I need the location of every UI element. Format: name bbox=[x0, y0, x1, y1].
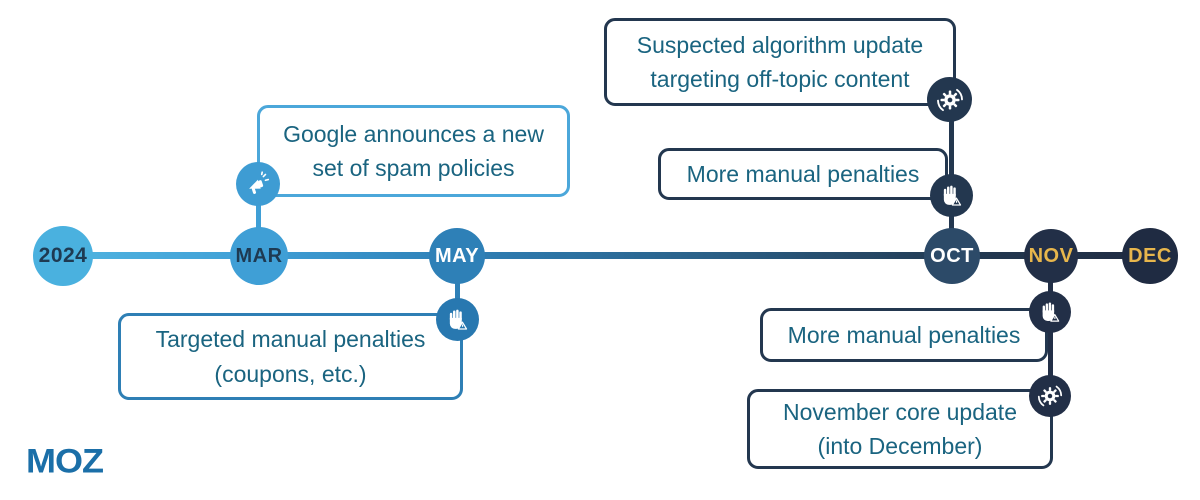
node-dec-label: DEC bbox=[1128, 244, 1172, 267]
megaphone-glyph bbox=[249, 171, 270, 194]
callout-more-penalties-oct: More manual penalties bbox=[658, 148, 948, 200]
callout-more-penalties-nov: More manual penalties bbox=[760, 308, 1048, 362]
connector-mar bbox=[256, 184, 261, 256]
moz-logo: MOZ bbox=[26, 441, 104, 480]
hand-warning-icon bbox=[930, 174, 973, 217]
callout-more-penalties-nov-text: More manual penalties bbox=[787, 321, 1021, 348]
node-oct-label: OCT bbox=[930, 244, 974, 267]
node-nov-label: NOV bbox=[1028, 244, 1074, 267]
timeline-node-oct: OCT bbox=[924, 228, 980, 284]
timeline-node-2024: 2024 bbox=[33, 226, 93, 286]
node-may-label: MAY bbox=[434, 244, 480, 267]
callout-november-core-update: November core update (into December) bbox=[747, 389, 1053, 469]
connector-may bbox=[455, 256, 460, 320]
callout-suspected-update-text: Suspected algorithm update targeting off… bbox=[636, 31, 924, 93]
callout-google-spam-text: Google announces a new set of spam polic… bbox=[283, 120, 544, 182]
gear-refresh-icon bbox=[927, 77, 972, 122]
callout-november-core-text: November core update (into December) bbox=[783, 398, 1017, 460]
callout-targeted-penalties: Targeted manual penalties (coupons, etc.… bbox=[118, 313, 463, 400]
timeline-node-mar: MAR bbox=[230, 227, 288, 285]
callout-more-penalties-oct-text: More manual penalties bbox=[686, 160, 920, 187]
timeline-node-may: MAY bbox=[429, 228, 485, 284]
hand-warning-glyph bbox=[943, 185, 962, 206]
hand-warning-icon bbox=[1029, 291, 1071, 333]
node-2024-label: 2024 bbox=[38, 244, 88, 267]
hand-warning-glyph bbox=[449, 309, 468, 330]
callout-targeted-penalties-text: Targeted manual penalties (coupons, etc.… bbox=[155, 326, 426, 387]
gear-refresh-glyph bbox=[1037, 385, 1063, 407]
timeline-node-dec: DEC bbox=[1122, 228, 1178, 284]
hand-warning-icon bbox=[436, 298, 479, 341]
callout-suspected-algorithm-update: Suspected algorithm update targeting off… bbox=[604, 18, 956, 106]
gear-refresh-glyph bbox=[936, 88, 963, 111]
node-mar-label: MAR bbox=[235, 244, 283, 267]
timeline-node-nov: NOV bbox=[1024, 229, 1078, 283]
callout-google-spam-policies: Google announces a new set of spam polic… bbox=[257, 105, 570, 197]
timeline-axis bbox=[62, 252, 1152, 259]
hand-warning-glyph bbox=[1042, 302, 1060, 322]
megaphone-icon bbox=[236, 162, 280, 206]
gear-refresh-icon bbox=[1029, 375, 1071, 417]
